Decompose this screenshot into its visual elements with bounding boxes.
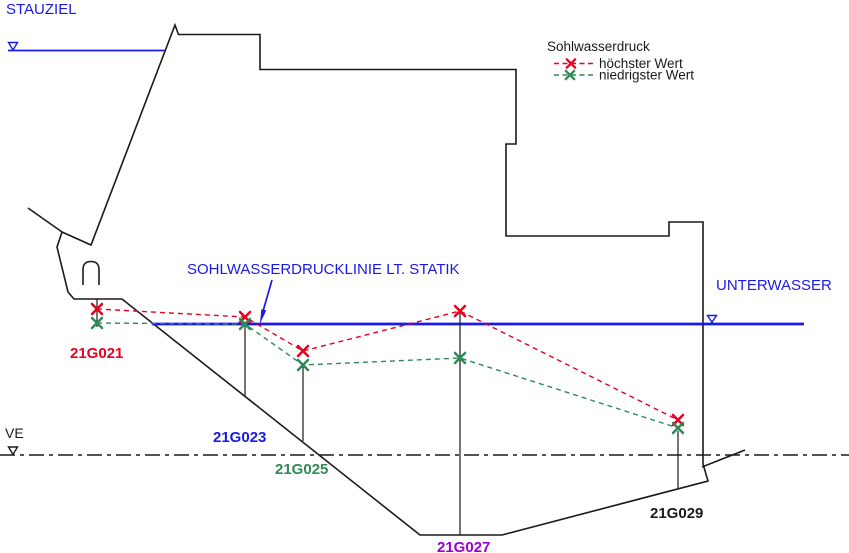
station-label: 21G023 bbox=[213, 429, 266, 446]
stauziel-label: STAUZIEL bbox=[6, 1, 77, 18]
station-label: 21G027 bbox=[437, 539, 490, 553]
unterwasser-nabla-icon bbox=[706, 314, 718, 324]
pressure-line-arrow bbox=[261, 279, 273, 314]
legend-high-label: höchster Wert bbox=[599, 56, 683, 71]
x-marker-icon bbox=[671, 421, 685, 435]
legend: Sohlwasserdruck höchster Wert niedrigste… bbox=[547, 39, 694, 83]
pressure-line-arrowhead-icon bbox=[260, 309, 267, 323]
station-label: 21G025 bbox=[275, 461, 328, 478]
x-marker-icon bbox=[90, 316, 104, 330]
legend-low-x-marker-icon bbox=[564, 69, 576, 81]
terrain-line-upstream bbox=[27, 207, 63, 233]
toe-ground-line bbox=[701, 449, 746, 468]
x-marker-icon bbox=[238, 317, 252, 331]
x-marker-icon bbox=[453, 351, 467, 365]
series-line-niedrigster-wert bbox=[96, 322, 679, 429]
x-marker-icon bbox=[296, 358, 310, 372]
unterwasser-label: UNTERWASSER bbox=[716, 277, 832, 294]
legend-low-label: niedrigster Wert bbox=[599, 68, 694, 83]
ve-nabla-icon bbox=[7, 446, 19, 456]
x-marker-icon bbox=[296, 344, 310, 358]
pressure-line-label: SOHLWASSERDRUCKLINIE LT. STATIK bbox=[187, 261, 460, 278]
dam-outline bbox=[56, 22, 710, 536]
station-label: 21G021 bbox=[70, 345, 123, 362]
gallery-arch bbox=[82, 260, 100, 285]
stauziel-nabla-icon bbox=[7, 41, 19, 52]
legend-high-x-marker-icon bbox=[565, 58, 577, 69]
series-line-hoechster-wert bbox=[96, 308, 679, 421]
x-marker-icon bbox=[90, 302, 104, 316]
ve-label: VE bbox=[5, 425, 24, 441]
station-label: 21G029 bbox=[650, 505, 703, 522]
x-marker-icon bbox=[453, 304, 467, 318]
measurement-layer: 21G021 21G023 21G025 21G027 21G029 bbox=[70, 299, 703, 553]
legend-title: Sohlwasserdruck bbox=[547, 39, 650, 54]
